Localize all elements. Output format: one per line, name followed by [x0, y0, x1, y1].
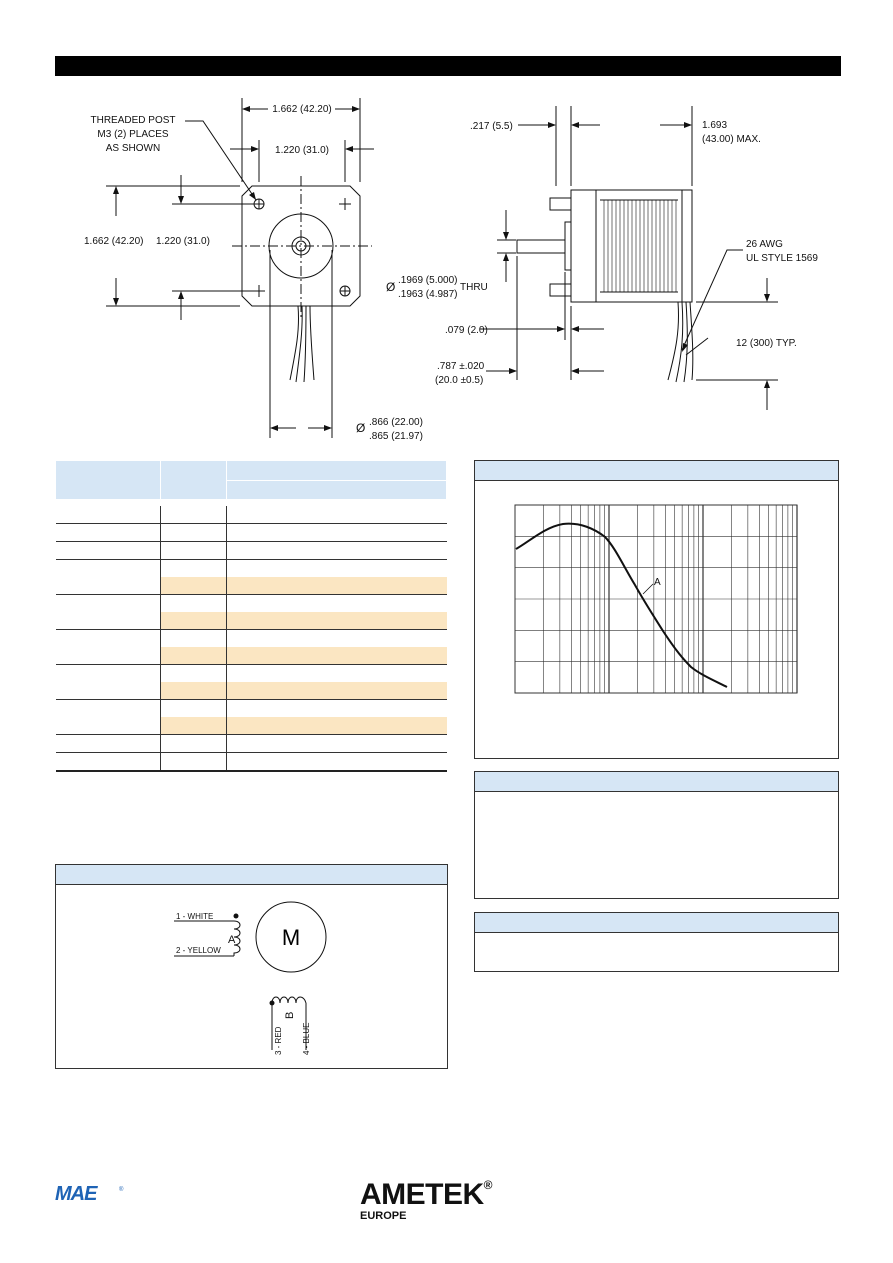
curve-a-label: A [654, 577, 661, 588]
info-panel-2-header [475, 913, 838, 933]
ametek-registered: ® [483, 1178, 493, 1192]
svg-text:®: ® [119, 1186, 124, 1193]
wire-red-label: 3 - RED [274, 1026, 283, 1055]
front-body-outline [241, 185, 361, 307]
pilot-diameter-max: .866 (22.00) [369, 417, 423, 428]
table-row [55, 594, 447, 630]
ametek-logo: AMETEK® EUROPE [360, 1178, 493, 1222]
ametek-name: AMETEK [360, 1178, 484, 1211]
table-row [55, 752, 447, 772]
ametek-region: EUROPE [360, 1210, 407, 1222]
wire-gauge-label: 26 AWG [746, 239, 783, 250]
threaded-post-label-3: AS SHOWN [106, 143, 160, 154]
wire-style-label: UL STYLE 1569 [746, 253, 818, 264]
info-panel-2 [474, 912, 839, 972]
spec-subheader-col-3 [226, 479, 447, 500]
pilot-diameter-min: .865 (21.97) [369, 431, 423, 442]
body-length-dim-2: (43.00) MAX. [702, 134, 761, 145]
table-row [55, 664, 447, 700]
flange-dim: .079 (2.0) [445, 325, 488, 336]
wiring-panel: 1 - WHITE 2 - YELLOW A M B 3 - RED 4 - B… [55, 864, 448, 1069]
info-panel-1-header [475, 772, 838, 792]
wire-blue-label: 4 - BLUE [302, 1023, 311, 1055]
motor-label: M [282, 925, 300, 950]
table-row [55, 505, 447, 524]
shaft-diameter-min: .1963 (4.987) [398, 289, 458, 300]
table-row [55, 559, 447, 595]
wire-yellow-label: 2 - YELLOW [176, 946, 221, 955]
torque-curve-chart: A [514, 504, 798, 694]
threaded-post-label-2: M3 (2) PLACES [97, 129, 168, 140]
spec-header-col-3 [226, 460, 447, 481]
table-row [56, 646, 447, 665]
phase-b-label: B [284, 1012, 296, 1019]
torque-curve-header [475, 461, 838, 481]
front-width-overall: 1.662 (42.20) [272, 104, 332, 115]
table-row [56, 681, 447, 700]
wire-white-label: 1 - WHITE [176, 912, 213, 921]
table-row [55, 699, 447, 735]
shaft-length-dim-1: .787 ±.020 [437, 361, 485, 372]
table-row [55, 523, 447, 542]
mae-logo: MAE ® [55, 1183, 127, 1208]
torque-curve-a [515, 522, 728, 688]
table-row [55, 541, 447, 560]
shaft-offset-dim: .217 (5.5) [470, 121, 513, 132]
dimension-drawing: THREADED POST M3 (2) PLACES AS SHOWN 1.6… [84, 98, 818, 442]
pilot-diameter-symbol: Ø [356, 421, 365, 435]
torque-curve-panel: A [474, 460, 839, 759]
info-panel-1 [474, 771, 839, 899]
front-width-holes: 1.220 (31.0) [275, 145, 329, 156]
mae-logo-text: MAE [55, 1183, 98, 1203]
wiring-panel-header [56, 865, 447, 885]
top-black-bar [55, 56, 841, 76]
table-row [56, 716, 447, 735]
spec-header-col-2 [160, 460, 227, 500]
body-length-dim-1: 1.693 [702, 120, 727, 131]
table-row [56, 576, 447, 595]
thru-label: THRU [460, 282, 488, 293]
lead-length-label: 12 (300) TYP. [736, 338, 797, 349]
side-body-outline [570, 189, 693, 303]
shaft-length-dim-2: (20.0 ±0.5) [435, 375, 483, 386]
shaft-diameter-symbol: Ø [386, 280, 395, 294]
phase-a-label: A [228, 934, 236, 946]
shaft-diameter-max: .1969 (5.000) [398, 275, 458, 286]
wiring-diagram: 1 - WHITE 2 - YELLOW A M B 3 - RED 4 - B… [174, 901, 327, 1055]
front-height-holes: 1.220 (31.0) [156, 236, 210, 247]
threaded-post-label-1: THREADED POST [90, 115, 175, 126]
motor-circle [255, 901, 327, 973]
table-row [55, 734, 447, 753]
table-row [56, 611, 447, 630]
front-height-overall: 1.662 (42.20) [84, 236, 144, 247]
spec-table [55, 460, 447, 772]
table-row [55, 629, 447, 665]
spec-header-col-1 [55, 460, 161, 500]
